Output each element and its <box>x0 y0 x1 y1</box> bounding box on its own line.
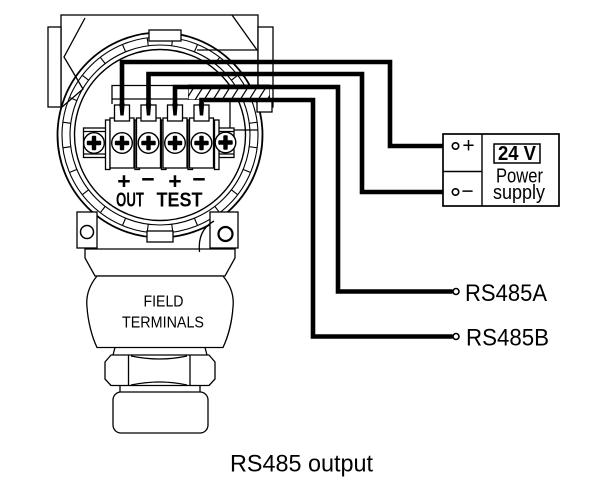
power-plus-label: + <box>462 135 474 158</box>
screw-icon <box>137 131 160 154</box>
screw-icon <box>214 131 237 154</box>
housing-chamfer-right <box>231 14 258 51</box>
rs485a-label: RS485A <box>465 280 547 307</box>
screw-icon <box>82 131 105 154</box>
wire-rs485b <box>199 97 453 339</box>
wire-power-plus <box>119 59 452 149</box>
hex-nut <box>104 354 216 387</box>
voltage-box <box>493 143 541 164</box>
wire-tip <box>172 103 178 116</box>
tab-shoulder-arc <box>198 220 215 253</box>
voltage-label: 24 V <box>498 143 537 165</box>
body-barrel <box>86 275 234 349</box>
terminal-label-minus-out: − <box>141 166 154 192</box>
wires <box>119 59 453 339</box>
hex-nut-bottom-arc <box>130 381 188 386</box>
wire-tip <box>145 103 152 116</box>
power-label-line1: Power <box>496 166 543 188</box>
terminal-block <box>82 104 237 171</box>
ring-inner-circle <box>73 48 247 222</box>
terminal-label-plus-test: + <box>168 168 181 194</box>
body-neck <box>84 248 236 277</box>
node-power-minus <box>451 188 460 197</box>
tab-hole-left <box>79 224 95 240</box>
ring-notch-bottom <box>146 230 174 243</box>
rs485-outputs: RS485A RS485B <box>452 280 549 352</box>
ring-notch-top <box>148 29 182 42</box>
opening-edge-left <box>111 84 189 104</box>
wire-power-minus <box>146 71 452 195</box>
terminal-rail <box>104 119 111 171</box>
label-test: TEST <box>157 190 203 212</box>
screw-icon <box>110 131 133 154</box>
field-terminals-label-line2: TERMINALS <box>122 315 204 332</box>
terminal-label-plus-out: + <box>117 168 130 194</box>
transmitter-lower-body <box>76 211 239 434</box>
hex-nut-top-arc <box>130 355 188 360</box>
caption: RS485 output <box>230 451 373 478</box>
wire-tip <box>119 103 125 116</box>
field-terminals-label-line1: FIELD <box>144 294 184 311</box>
wire-rs485a <box>172 84 453 294</box>
node-rs485a <box>452 287 460 296</box>
power-label-line2: supply <box>493 182 545 204</box>
node-rs485b <box>452 332 460 341</box>
ring-circle-3 <box>69 44 251 226</box>
node-power-plus <box>451 142 460 151</box>
screw-icon <box>190 131 213 154</box>
terminal-screws <box>82 131 237 154</box>
housing-chamfer-left <box>61 17 86 108</box>
terminal-label-minus-test: − <box>192 166 205 192</box>
power-minus-label: − <box>461 180 473 203</box>
housing-left-ear <box>47 26 62 108</box>
label-out: OUT <box>116 190 144 212</box>
tab-hole-right <box>217 225 234 243</box>
rs485b-label: RS485B <box>466 325 549 352</box>
wire-tip <box>198 103 205 116</box>
process-connector <box>112 391 209 434</box>
power-supply: 24 V Power supply + − <box>442 133 560 207</box>
screw-icon <box>163 131 186 154</box>
opening-edge-right <box>112 98 258 131</box>
